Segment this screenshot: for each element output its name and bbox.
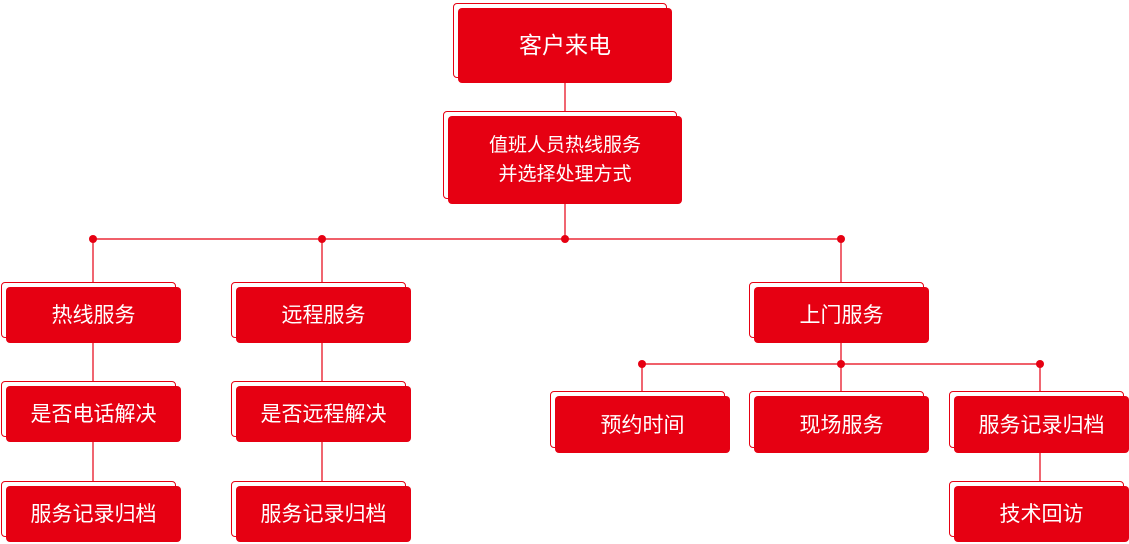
node-label: 技术回访	[954, 486, 1129, 542]
node-customer-call: 客户来电	[453, 3, 672, 83]
node-phone-service: 热线服务	[1, 282, 181, 343]
node-label: 远程服务	[236, 287, 411, 343]
node-label: 上门服务	[754, 287, 929, 343]
junction-dot	[89, 235, 97, 243]
junction-dot	[318, 235, 326, 243]
node-label: 是否远程解决	[236, 386, 411, 442]
node-remote-resolved: 是否远程解决	[231, 381, 411, 442]
node-label: 现场服务	[754, 396, 929, 453]
node-duty-hotline: 值班人员热线服务 并选择处理方式	[443, 111, 682, 204]
node-label: 是否电话解决	[6, 386, 181, 442]
node-remote-service: 远程服务	[231, 282, 411, 343]
node-label-line-1: 值班人员热线服务	[488, 134, 641, 156]
node-onsite-service: 上门服务	[749, 282, 929, 343]
node-label: 热线服务	[6, 287, 181, 343]
junction-dot	[1036, 360, 1044, 368]
node-label: 值班人员热线服务 并选择处理方式	[448, 116, 682, 204]
node-phone-archive: 服务记录归档	[1, 481, 181, 542]
node-label: 服务记录归档	[236, 486, 411, 542]
node-onsite: 现场服务	[749, 391, 929, 453]
node-phone-resolved: 是否电话解决	[1, 381, 181, 442]
node-label: 预约时间	[555, 396, 730, 453]
node-onsite-archive: 服务记录归档	[949, 391, 1129, 453]
junction-dot	[837, 360, 845, 368]
node-label-line-2: 并选择处理方式	[498, 163, 632, 185]
node-label: 客户来电	[458, 8, 672, 83]
node-label: 服务记录归档	[954, 396, 1129, 453]
node-remote-archive: 服务记录归档	[231, 481, 411, 542]
junction-dot	[837, 235, 845, 243]
junction-dot	[638, 360, 646, 368]
node-appointment: 预约时间	[550, 391, 730, 453]
junction-dot	[561, 235, 569, 243]
node-label: 服务记录归档	[6, 486, 181, 542]
node-callback: 技术回访	[949, 481, 1129, 542]
